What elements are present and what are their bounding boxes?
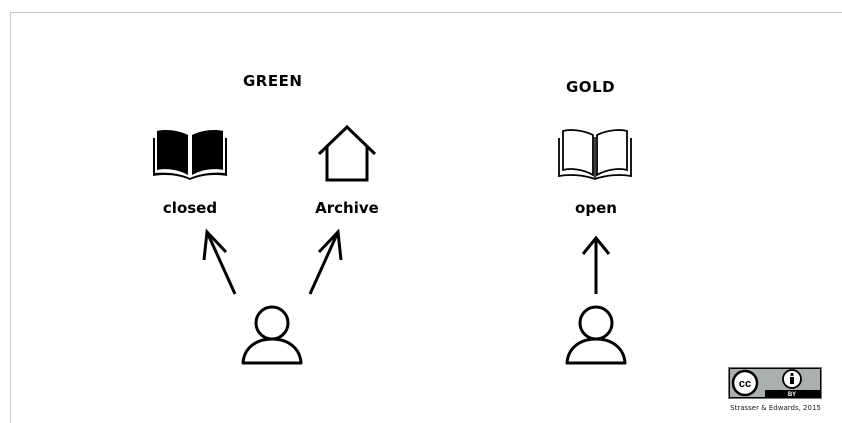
closed-book-icon	[153, 130, 227, 180]
credit-text: Strasser & Edwards, 2015	[730, 404, 821, 412]
svg-text:cc: cc	[739, 378, 751, 390]
license-by-text: BY	[788, 392, 796, 398]
person-icon	[565, 305, 627, 365]
arrow-to-open-icon	[581, 235, 611, 294]
frame-top-border	[10, 12, 842, 13]
gold-heading: GOLD	[566, 78, 616, 96]
cc-icon: cc	[731, 369, 759, 397]
attribution-icon	[782, 369, 802, 389]
green-heading: GREEN	[243, 72, 303, 90]
open-label: open	[575, 199, 617, 217]
open-book-icon	[558, 129, 632, 180]
arrow-to-closed-icon	[202, 228, 237, 295]
archive-label: Archive	[315, 199, 379, 217]
arrow-to-archive-icon	[308, 228, 343, 295]
cc-by-license-badge: cc BY	[728, 367, 822, 399]
person-icon	[241, 305, 303, 365]
house-icon	[317, 124, 377, 182]
closed-label: closed	[162, 199, 218, 217]
frame-left-border	[10, 12, 11, 423]
